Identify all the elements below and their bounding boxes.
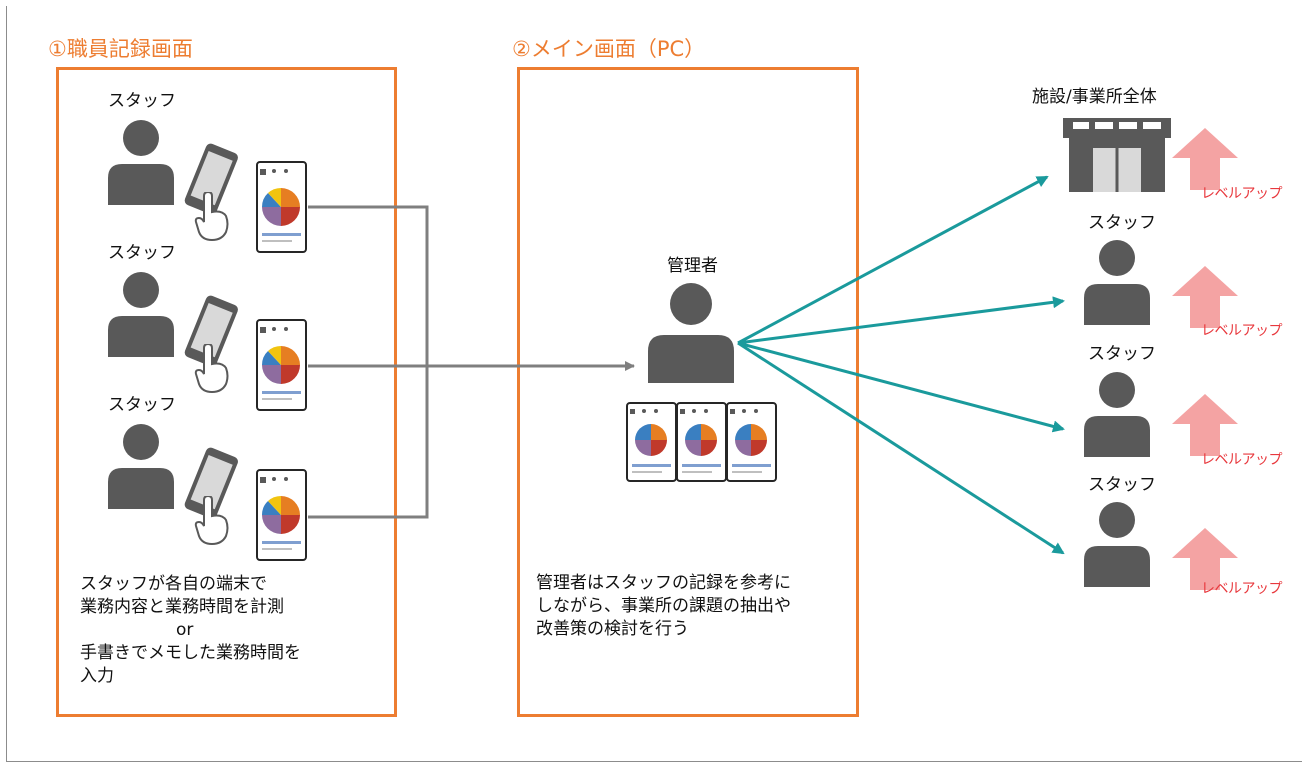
tapping-hand-icon [194, 192, 229, 242]
person-icon [108, 272, 174, 357]
section1-description-or: or [176, 620, 194, 640]
section1-description-line-2: 業務内容と業務時間を計測 [80, 597, 284, 617]
smartphone-icon [184, 447, 238, 519]
levelup-label: レベルアップ [1201, 581, 1283, 597]
section1-description: スタッフが各自の端末で 業務内容と業務時間を計測 or 手書きでメモした業務時間… [80, 573, 301, 688]
up-arrow-icon [1172, 128, 1238, 190]
section1-panel [56, 67, 397, 717]
manager-person-icon [648, 283, 734, 383]
person-icon [108, 424, 174, 509]
levelup-label: レベルアップ [1201, 323, 1283, 339]
tapping-hand-icon [194, 344, 229, 394]
up-arrow-icon [1172, 266, 1238, 328]
result-staff-label-3: スタッフ [1088, 475, 1156, 495]
pie-chart-screen-icon [726, 402, 777, 482]
pie-chart-screen-icon [256, 469, 307, 561]
section2-title: ②メイン画面（PC） [512, 37, 706, 61]
person-icon [1084, 372, 1150, 457]
pie-chart-screen-icon [256, 161, 307, 253]
staff-to-manager-connector [308, 205, 635, 519]
building-icon [1063, 118, 1171, 192]
section1-description-line-3: 手書きでメモした業務時間を [80, 643, 301, 663]
section2-description-line-2: しながら、事業所の課題の抽出や [536, 596, 791, 616]
person-icon [108, 120, 174, 205]
diagram-frame [6, 6, 1302, 762]
section2-description-line-3: 改善策の検討を行う [536, 619, 689, 639]
up-arrow-icon [1172, 394, 1238, 456]
pie-chart-screen-icon [256, 319, 307, 411]
facility-label: 施設/事業所全体 [1032, 87, 1157, 107]
result-staff-label-2: スタッフ [1088, 344, 1156, 364]
up-arrow-icon [1172, 528, 1238, 590]
section1-description-line-4: 入力 [80, 666, 114, 686]
manager-to-results-arrows [737, 175, 1065, 555]
pie-chart-screen-icon [626, 402, 677, 482]
levelup-label: レベルアップ [1201, 452, 1283, 468]
smartphone-icon [184, 143, 238, 215]
smartphone-icon [184, 295, 238, 367]
section2-description: 管理者はスタッフの記録を参考に しながら、事業所の課題の抽出や 改善策の検討を行… [536, 572, 791, 641]
staff-label-2: スタッフ [108, 243, 176, 263]
person-icon [1084, 502, 1150, 587]
section1-title: ①職員記録画面 [48, 37, 193, 61]
result-staff-label-1: スタッフ [1088, 213, 1156, 233]
levelup-label: レベルアップ [1201, 186, 1283, 202]
person-icon [1084, 240, 1150, 325]
manager-label: 管理者 [667, 256, 718, 276]
staff-label-3: スタッフ [108, 395, 176, 415]
section1-description-line-1: スタッフが各自の端末で [80, 574, 267, 594]
pie-chart-screen-icon [676, 402, 727, 482]
section2-description-line-1: 管理者はスタッフの記録を参考に [536, 573, 791, 593]
staff-label-1: スタッフ [108, 91, 176, 111]
section2-panel [517, 67, 859, 717]
tapping-hand-icon [194, 496, 229, 546]
